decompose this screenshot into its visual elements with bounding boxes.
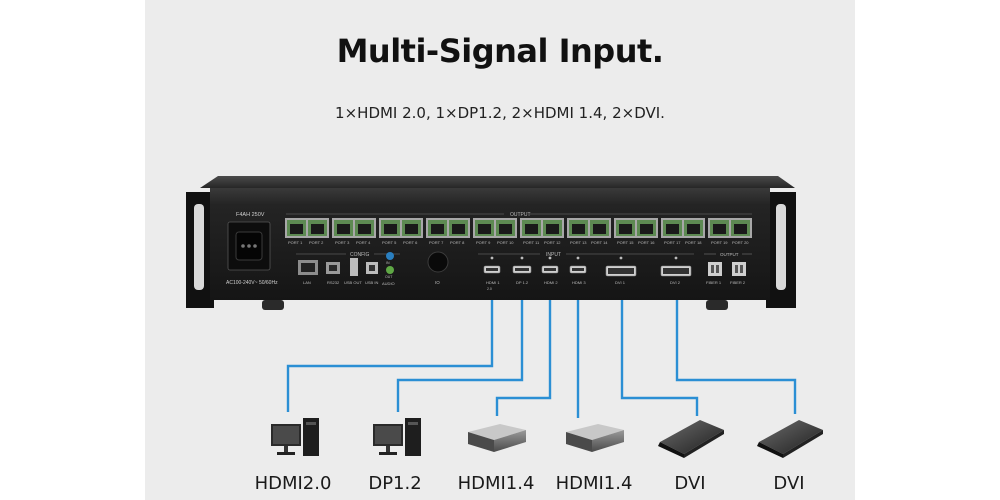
port-label: PORT 20 <box>732 240 749 245</box>
lan-label: LAN <box>303 280 311 285</box>
signal-cable <box>286 296 494 412</box>
signal-cable <box>495 296 552 416</box>
device-top-lid <box>200 176 795 188</box>
fiber-1-port <box>708 262 722 276</box>
port-label: PORT 4 <box>356 240 371 245</box>
port-label: PORT 7 <box>429 240 444 245</box>
audio-in-jack <box>386 252 394 260</box>
config-section-label: CONFIG <box>350 252 370 258</box>
fiber-output-label: OUTPUT <box>720 252 739 257</box>
desktop-computer-icon <box>373 418 421 456</box>
input-port-label: DVI 2 <box>670 280 681 285</box>
source-label: HDMI2.0 <box>255 473 332 494</box>
input-port-label: DVI 1 <box>615 280 626 285</box>
device-foot <box>262 300 284 310</box>
port-label: PORT 5 <box>382 240 397 245</box>
port-label: PORT 17 <box>664 240 681 245</box>
port-label: PORT 8 <box>450 240 465 245</box>
input-port-label: HDMI 1 <box>486 280 500 285</box>
fuse-label: F4AH 250V <box>236 212 265 218</box>
port-label: PORT 3 <box>335 240 350 245</box>
port-label: PORT 15 <box>617 240 634 245</box>
port-label: PORT 11 <box>523 240 540 245</box>
output-port-row <box>285 218 752 238</box>
source-label: HDMI1.4 <box>556 473 633 494</box>
usb-out-port <box>350 258 358 276</box>
video-processor-device: F4AH 250V AC100-240V~ 50/60Hz OUTPUT POR… <box>186 176 796 310</box>
input-section-label: INPUT <box>546 252 561 258</box>
left-handle-slot <box>194 204 204 290</box>
page-subtitle: 1×HDMI 2.0, 1×DP1.2, 2×HDMI 1.4, 2×DVI. <box>335 104 665 122</box>
power-rating-label: AC100-240V~ 50/60Hz <box>226 280 278 286</box>
input-port-row: HDMI 1 DP 1.2 HDMI 2 HDMI 3 DVI 1 DVI 2 2.0 <box>483 256 692 291</box>
port-label: PORT 18 <box>685 240 702 245</box>
source-label: DVI <box>674 473 705 494</box>
input-port-label: HDMI 3 <box>572 280 586 285</box>
port-label: PORT 19 <box>711 240 728 245</box>
right-handle-slot <box>776 204 786 290</box>
output-section-label: OUTPUT <box>510 212 531 218</box>
port-label: PORT 16 <box>638 240 655 245</box>
cable-group <box>286 296 797 418</box>
output-port-labels: PORT 1 PORT 2 PORT 3 PORT 4 PORT 5 PORT 6 PORT… <box>288 240 749 245</box>
source-label: HDMI1.4 <box>458 473 535 494</box>
port-label: PORT 12 <box>544 240 561 245</box>
source-label: DVI <box>773 473 804 494</box>
audio-out-label: OUT <box>385 275 393 279</box>
port-label: PORT 2 <box>309 240 324 245</box>
signal-cable <box>620 296 699 416</box>
device-body <box>210 188 770 300</box>
fiber-2-label: FIBER 2 <box>730 280 746 285</box>
source-devices: HDMI2.0 DP1.2 HDMI1.4 HDMI1.4 DVI DVI <box>255 418 823 494</box>
audio-label: AUDIO <box>382 281 395 286</box>
desktop-computer-icon <box>271 418 319 456</box>
port-label: PORT 14 <box>591 240 608 245</box>
port-label: PORT 6 <box>403 240 418 245</box>
hdmi1-version-label: 2.0 <box>487 287 492 291</box>
signal-cable <box>396 296 524 412</box>
port-label: PORT 9 <box>476 240 491 245</box>
page-title: Multi-Signal Input. <box>336 32 664 70</box>
audio-out-jack <box>386 266 394 274</box>
laptop-icon <box>658 420 724 458</box>
device-foot <box>706 300 728 310</box>
signal-cable <box>675 296 797 414</box>
usb-out-label: USB OUT <box>344 280 362 285</box>
io-knob <box>427 251 449 273</box>
fiber-2-port <box>732 262 746 276</box>
port-label: PORT 10 <box>497 240 514 245</box>
rs232-label: RS232 <box>327 280 340 285</box>
port-label: PORT 1 <box>288 240 303 245</box>
source-label: DP1.2 <box>368 473 421 494</box>
input-port-label: HDMI 2 <box>544 280 558 285</box>
port-label: PORT 13 <box>570 240 587 245</box>
fiber-1-label: FIBER 1 <box>706 280 722 285</box>
input-port-label: DP 1.2 <box>516 280 529 285</box>
usb-in-label: USB IN <box>365 280 378 285</box>
audio-in-label: IN <box>386 261 390 265</box>
media-box-icon <box>468 424 526 452</box>
laptop-icon <box>757 420 823 458</box>
media-box-icon <box>566 424 624 452</box>
io-label: IO <box>435 280 440 285</box>
